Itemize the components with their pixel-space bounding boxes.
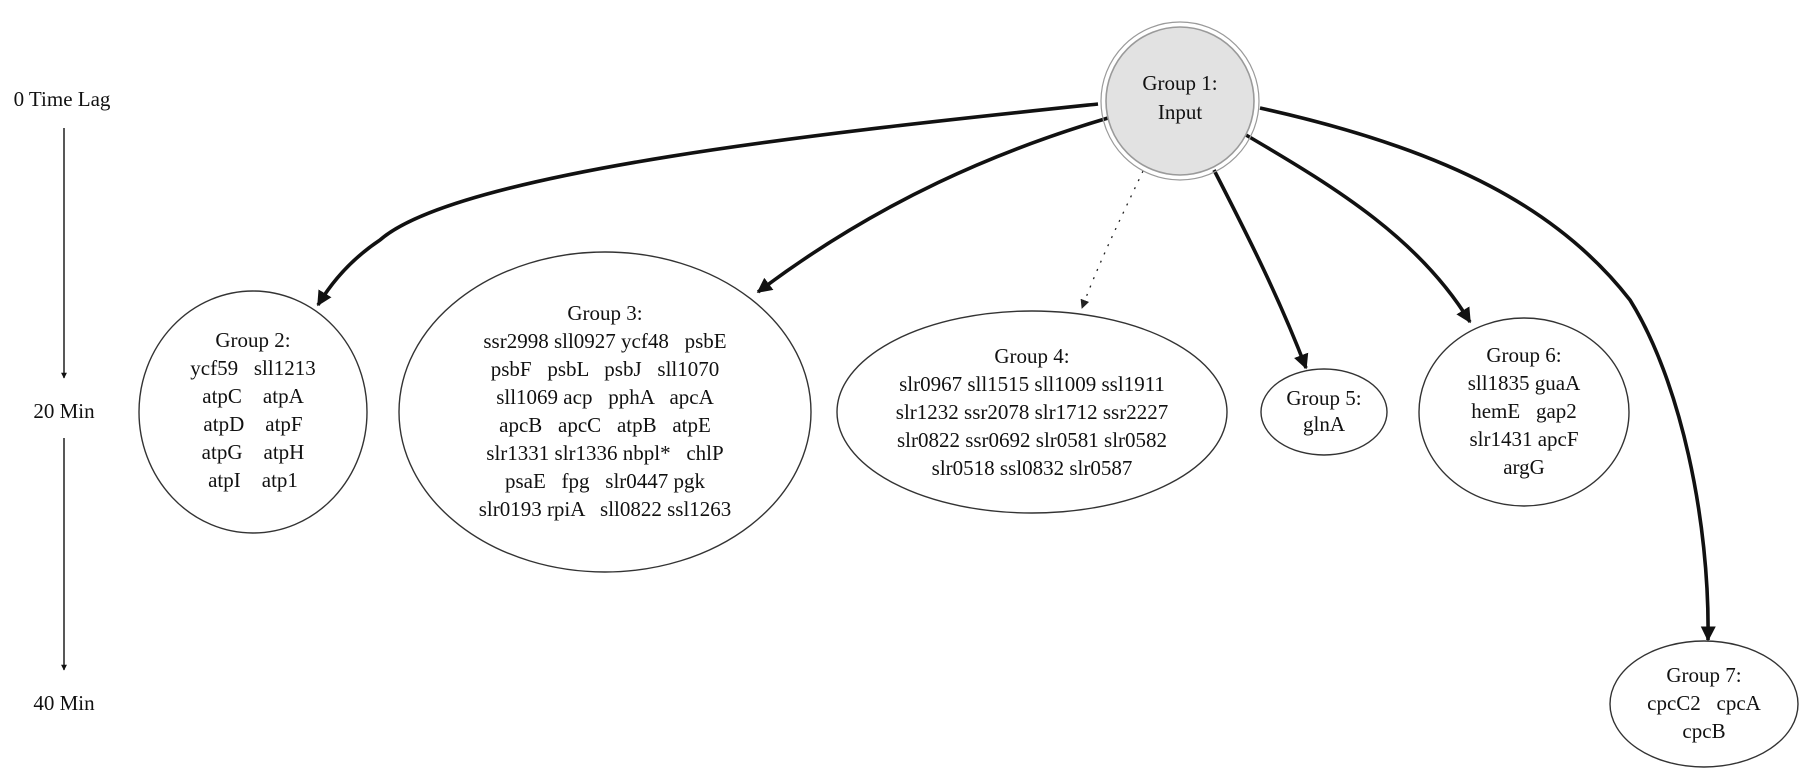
group-3-row: sll1069 acp pphA apcA [496,385,714,409]
time-label-0: 0 Time Lag [14,87,111,111]
group-6-ellipse [1418,317,1630,507]
group-4-ellipse [836,310,1228,514]
group-7-title: Group 7: [1666,663,1741,687]
group-2-row: atpC atpA [202,384,304,408]
group-3-title: Group 3: [567,301,642,325]
edge-g1-g3 [756,116,1109,294]
group-1-ring [1100,21,1260,181]
group-4-row: slr0518 ssl0832 slr0587 [932,456,1133,480]
group-3-row: slr1331 slr1336 nbpl* chlP [486,441,723,465]
edge-g1-g6 [1245,133,1472,324]
group-1-ellipse [1105,26,1255,176]
node-group-1[interactable]: Group 1: Input [1100,21,1260,181]
group-5-row: glnA [1303,412,1346,436]
group-7-row: cpcB [1682,719,1725,743]
group-6-row: hemE gap2 [1471,399,1577,423]
group-6-title: Group 6: [1486,343,1561,367]
group-4-row: slr0967 sll1515 sll1009 ssl1911 [899,372,1165,396]
node-group-2[interactable]: Group 2: ycf59 sll1213 atpC atpA atpD at… [138,290,368,534]
node-group-6[interactable]: Group 6: sll1835 guaA hemE gap2 slr1431 … [1418,317,1630,507]
group-4-row: slr1232 ssr2078 slr1712 ssr2227 [896,400,1168,424]
group-2-row: atpG atpH [202,440,305,464]
group-3-row: slr0193 rpiA sll0822 ssl1263 [479,497,732,521]
group-2-row: atpD atpF [203,412,302,436]
group-4-title: Group 4: [994,344,1069,368]
group-2-row: atpI atp1 [208,468,298,492]
group-3-row: psbF psbL psbJ sll1070 [491,357,720,381]
edge-g1-g7 [1259,106,1716,642]
edge-g1-g5 [1212,169,1309,370]
node-group-5[interactable]: Group 5: glnA [1260,368,1388,456]
group-3-row: psaE fpg slr0447 pgk [505,469,706,493]
node-group-4[interactable]: Group 4: slr0967 sll1515 sll1009 ssl1911… [836,310,1228,514]
group-6-row: slr1431 apcF [1469,427,1578,451]
node-group-3[interactable]: Group 3: ssr2998 sll0927 ycf48 psbE psbF… [398,251,812,573]
group-1-title: Group 1: [1142,71,1217,95]
time-label-40: 40 Min [33,691,95,715]
time-label-20: 20 Min [33,399,95,423]
group-3-row: ssr2998 sll0927 ycf48 psbE [483,329,726,353]
group-1-row: Input [1158,100,1202,124]
group-6-row: argG [1503,455,1545,479]
node-group-7[interactable]: Group 7: cpcC2 cpcA cpcB [1609,640,1799,768]
group-5-ellipse [1260,368,1388,456]
edge-g1-g4 [1080,170,1144,309]
group-7-ellipse [1609,640,1799,768]
group-3-row: apcB apcC atpB atpE [499,413,711,437]
group-2-ellipse [138,290,368,534]
timeline: 0 Time Lag 20 Min 40 Min [14,87,111,715]
group-3-ellipse [398,251,812,573]
group-2-row: ycf59 sll1213 [190,356,315,380]
group-7-row: cpcC2 cpcA [1647,691,1762,715]
group-5-title: Group 5: [1286,386,1361,410]
group-2-title: Group 2: [215,328,290,352]
group-4-row: slr0822 ssr0692 slr0581 slr0582 [897,428,1167,452]
group-6-row: sll1835 guaA [1468,371,1581,395]
edges [316,102,1716,642]
edge-g1-g2 [316,102,1099,307]
